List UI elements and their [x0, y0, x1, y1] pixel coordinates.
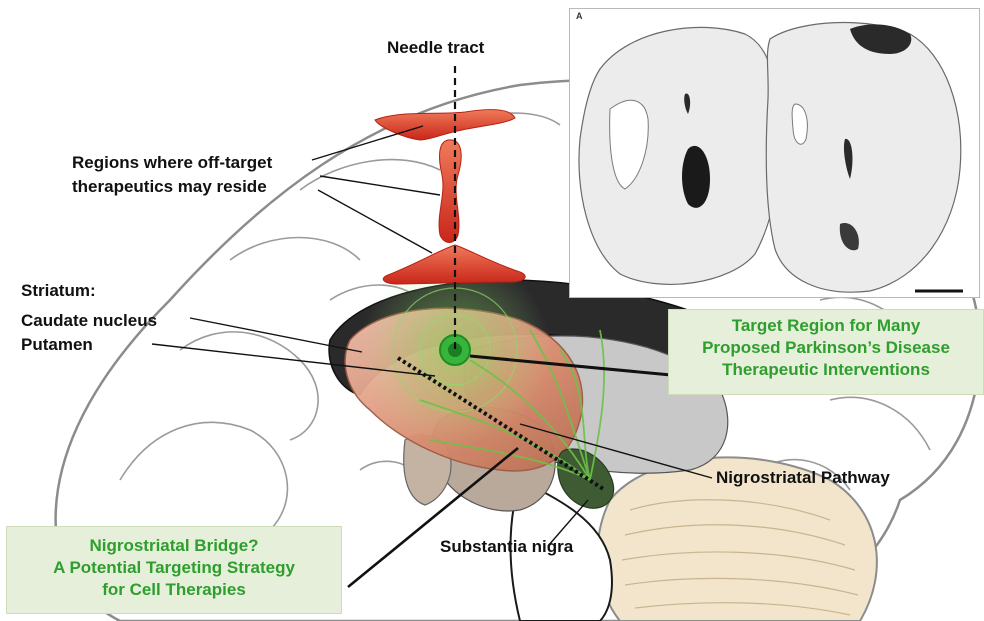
- target-callout-line2: Proposed Parkinson’s Disease: [669, 337, 983, 359]
- bridge-callout-line2: A Potential Targeting Strategy: [7, 557, 341, 579]
- section-left: [579, 27, 780, 284]
- target-callout-line1: Target Region for Many: [669, 315, 983, 337]
- target-callout-line3: Therapeutic Interventions: [669, 359, 983, 381]
- off-target-label-line2: therapeutics may reside: [72, 176, 267, 198]
- bridge-callout-line3: for Cell Therapies: [7, 579, 341, 601]
- striatum-label: Striatum:: [21, 280, 96, 302]
- brain-section-images: [570, 9, 979, 297]
- nigrostriatal-bridge-callout: Nigrostriatal Bridge? A Potential Target…: [6, 526, 342, 614]
- substantia-nigra-label: Substantia nigra: [440, 536, 573, 558]
- inset-panel-letter: A: [576, 11, 583, 21]
- needle-tract-label: Needle tract: [387, 37, 484, 59]
- caudate-label: Caudate nucleus: [21, 310, 157, 332]
- micrograph-inset: A: [569, 8, 980, 298]
- target-region-callout: Target Region for Many Proposed Parkinso…: [668, 309, 984, 395]
- off-target-label-line1: Regions where off-target: [72, 152, 272, 174]
- putamen-label: Putamen: [21, 334, 93, 356]
- bridge-callout-line1: Nigrostriatal Bridge?: [7, 535, 341, 557]
- nigrostriatal-pathway-label: Nigrostriatal Pathway: [716, 467, 890, 489]
- section-right: [766, 23, 961, 293]
